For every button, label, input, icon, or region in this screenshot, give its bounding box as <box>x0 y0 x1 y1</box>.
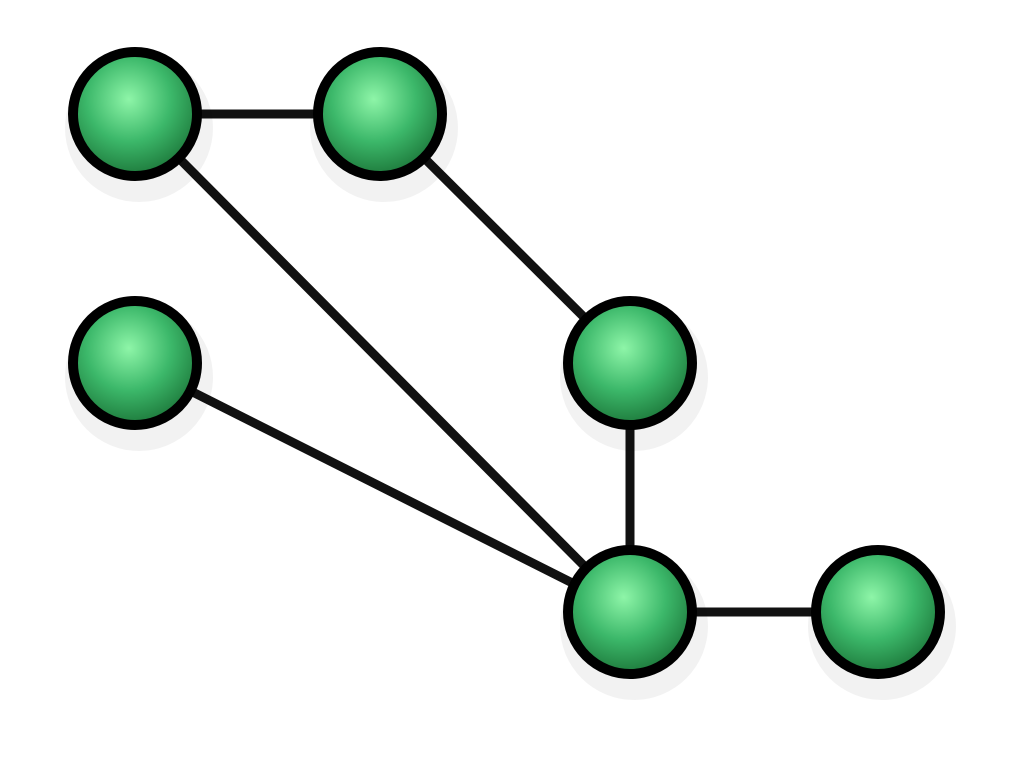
node-top-middle <box>310 47 458 202</box>
node-circle <box>811 545 945 679</box>
node-bottom-right <box>808 545 956 700</box>
node-bottom-center <box>560 545 708 700</box>
edge-middle-left-to-bottom-center <box>132 358 633 617</box>
node-middle-left <box>65 296 213 451</box>
node-circle <box>68 296 202 430</box>
node-circle <box>563 296 697 430</box>
edges-layer <box>131 109 878 617</box>
node-circle <box>68 47 202 181</box>
node-top-left <box>65 47 213 202</box>
node-circle <box>563 545 697 679</box>
edge-top-left-to-bottom-center <box>131 110 634 616</box>
nodes-layer <box>65 47 956 700</box>
node-circle <box>313 47 447 181</box>
node-middle-right <box>560 296 708 451</box>
